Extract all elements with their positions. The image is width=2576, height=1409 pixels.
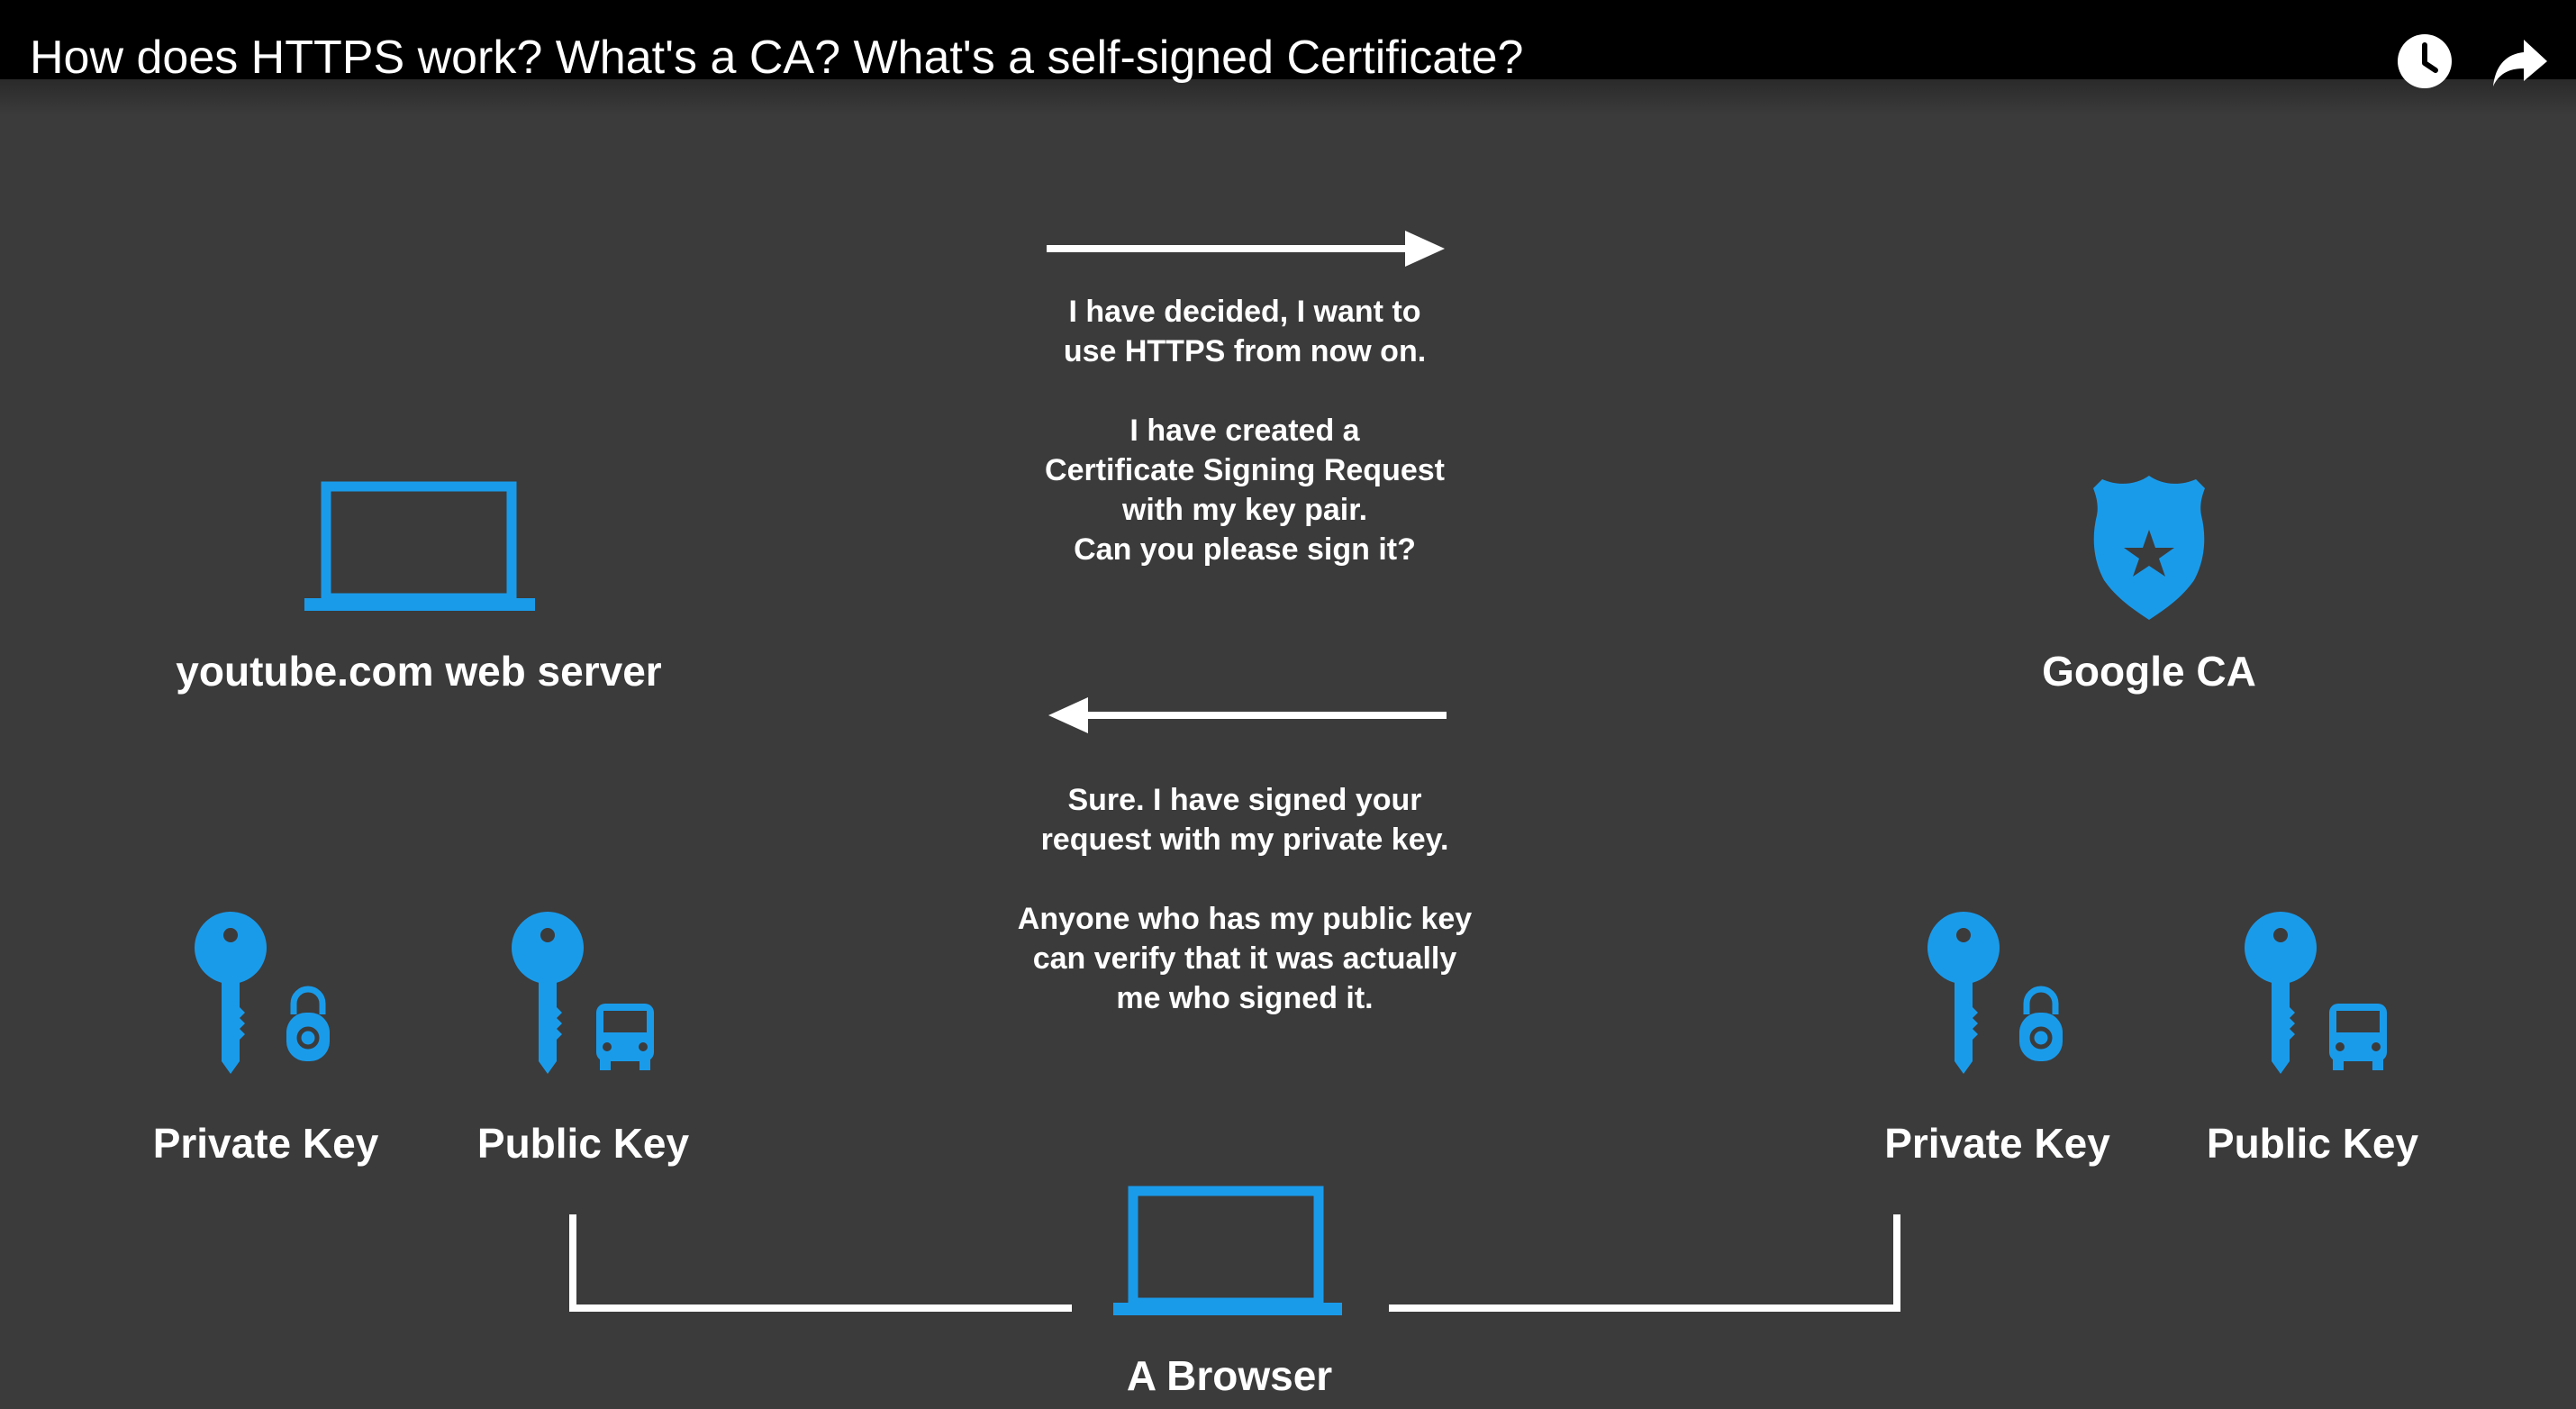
ca-public-key-icon	[2245, 912, 2387, 1074]
ca-private-key-icon	[1927, 912, 2063, 1074]
video-title[interactable]: How does HTTPS work? What's a CA? What's…	[30, 32, 1524, 84]
title-bar-shadow	[0, 79, 2576, 115]
request-message: I have decided, I want to use HTTPS from…	[1045, 295, 1445, 567]
response-arrow-left	[1048, 697, 1447, 733]
response-message: Sure. I have signed your request with my…	[1017, 783, 1473, 1015]
server-laptop-icon	[304, 481, 535, 611]
police-badge-star-icon	[2093, 476, 2205, 620]
server-private-key-icon	[195, 912, 330, 1074]
ca-private-key-label: Private Key	[1884, 1120, 2110, 1167]
server-label: youtube.com web server	[176, 648, 662, 695]
server-private-key-label: Private Key	[152, 1120, 379, 1167]
share-arrow-icon[interactable]	[2491, 32, 2549, 90]
browser-laptop-icon	[1113, 1186, 1342, 1315]
ca-key-to-browser-connector	[1389, 1214, 1900, 1312]
server-public-key-label: Public Key	[476, 1120, 690, 1167]
ca-public-key-label: Public Key	[2206, 1120, 2419, 1167]
server-key-to-browser-connector	[569, 1214, 1072, 1312]
video-title-bar	[0, 0, 2576, 79]
browser-label: A Browser	[1126, 1352, 1333, 1399]
ca-label: Google CA	[2042, 648, 2256, 695]
request-arrow-right	[1047, 231, 1445, 267]
clock-icon[interactable]	[2396, 32, 2454, 90]
server-public-key-icon	[512, 912, 654, 1074]
